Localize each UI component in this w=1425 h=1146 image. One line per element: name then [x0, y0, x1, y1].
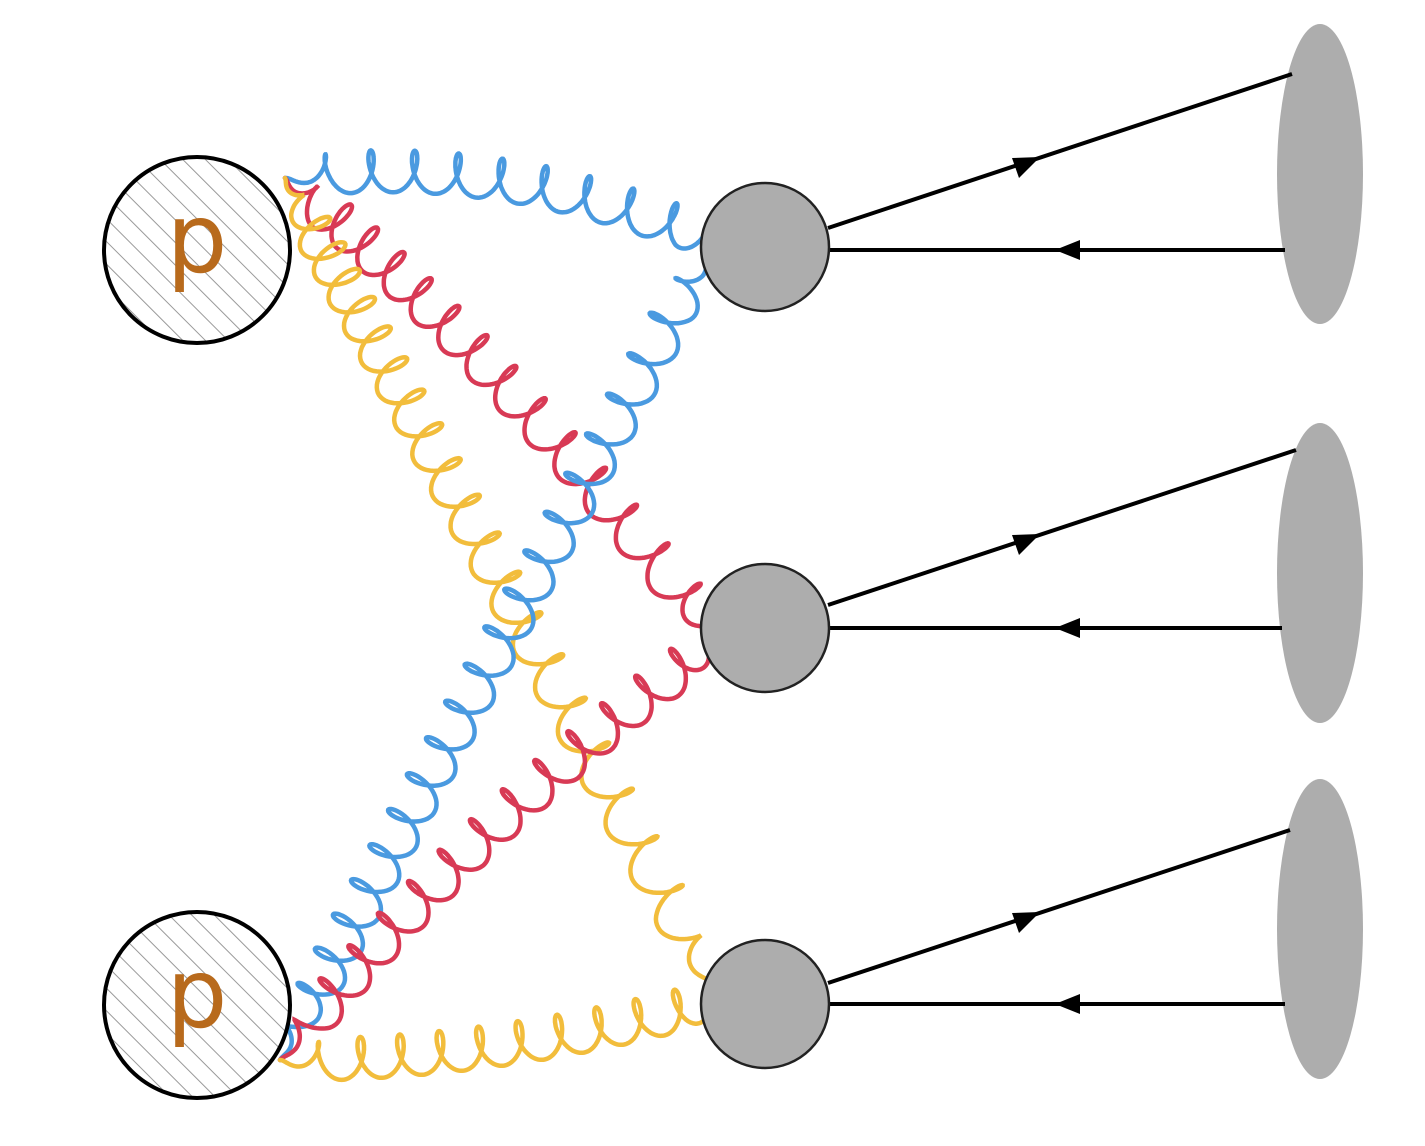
proton-bottom: p — [102, 910, 292, 1100]
gluon-blue-top-to-v1 — [282, 148, 715, 251]
quark-line-2 — [827, 448, 1297, 607]
proton-bottom-label: p — [167, 938, 228, 1050]
jet-2 — [1277, 423, 1363, 723]
gluon-blue-bottom-to-v1 — [277, 237, 715, 1063]
quark-line-1 — [827, 72, 1293, 230]
proton-top: p — [102, 155, 292, 345]
gluon-yellow-bottom-to-v3 — [277, 987, 721, 1083]
arrow-icon — [1012, 912, 1040, 933]
vertex-1 — [699, 181, 831, 313]
jet-1 — [1277, 24, 1363, 324]
arrow-icon — [1055, 240, 1080, 260]
gluon-red-top-to-v2 — [282, 175, 721, 643]
proton-top-label: p — [167, 183, 228, 295]
vertex-2 — [699, 562, 831, 694]
quark-line-3 — [827, 828, 1291, 985]
arrow-icon — [1055, 994, 1080, 1014]
arrow-icon — [1012, 534, 1040, 555]
arrow-icon — [1012, 157, 1040, 178]
jet-3 — [1277, 779, 1363, 1079]
gluon-red-bottom-to-v2 — [277, 637, 721, 1063]
vertex-3 — [699, 938, 831, 1070]
arrow-icon — [1055, 618, 1080, 638]
gluon-yellow-top-to-v3 — [282, 175, 721, 1003]
